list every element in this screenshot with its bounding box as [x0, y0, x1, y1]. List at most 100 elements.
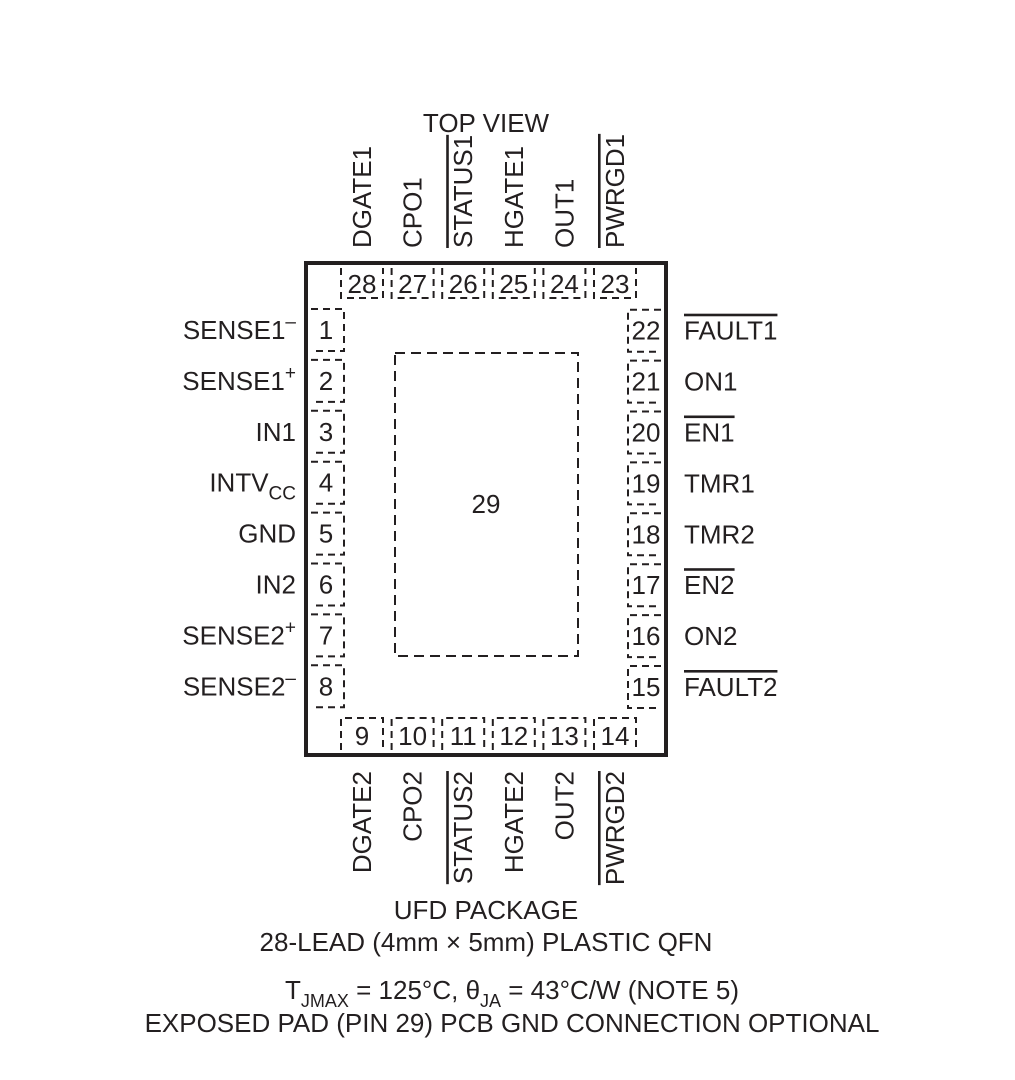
pin-27-label: CPO1	[398, 177, 428, 248]
pin-8-pad	[311, 664, 345, 709]
pin-9-label: DGATE2	[347, 771, 377, 873]
exposed-pad-note: EXPOSED PAD (PIN 29) PCB GND CONNECTION …	[145, 1008, 880, 1038]
theta-value: = 43°C/W (NOTE 5)	[501, 975, 739, 1005]
exposed-pad-outline	[394, 352, 579, 657]
pin-4-label: INTVCC	[209, 468, 296, 505]
pin-26-pad	[441, 268, 486, 299]
pin-27: 27 CPO1	[390, 177, 435, 299]
pin-4: 4 INTVCC	[209, 460, 345, 505]
pin-10-number: 10	[398, 721, 427, 751]
pin-3-number: 3	[319, 417, 333, 447]
pin-16-label: ON2	[684, 621, 737, 651]
pin-9-pad	[340, 717, 384, 750]
pin-15-pad	[627, 665, 661, 709]
pin-14-number: 14	[601, 721, 630, 751]
pin-13-label: OUT2	[549, 771, 579, 840]
package-body	[304, 261, 668, 757]
pin-28-label: DGATE1	[347, 146, 377, 248]
pin-1-number: 1	[319, 315, 333, 345]
pin-15-label: FAULT2	[684, 672, 777, 702]
tjmax-prefix: T	[285, 975, 301, 1005]
pin-25-label: HGATE1	[499, 146, 529, 248]
pin-4-number: 4	[319, 468, 333, 498]
pin-6-number: 6	[319, 570, 333, 600]
package-name: UFD PACKAGE	[394, 895, 578, 925]
pin-8-number: 8	[319, 671, 333, 701]
pin-22-number: 22	[632, 316, 661, 346]
exposed-pad-label: 29	[472, 489, 501, 519]
package-info: UFD PACKAGE 28-LEAD (4mm × 5mm) PLASTIC …	[145, 895, 880, 1038]
pin-3-label: IN1	[256, 417, 296, 447]
pin-21-label: ON1	[684, 367, 737, 397]
pin-18: 18 TMR2	[627, 512, 755, 557]
pin-21-number: 21	[632, 367, 661, 397]
pin-13-number: 13	[550, 721, 579, 751]
pin-24-number: 24	[550, 269, 579, 299]
pin-12-pad	[491, 717, 536, 750]
pin-22: 22 FAULT1	[627, 308, 777, 353]
pin-21: 21 ON1	[627, 359, 737, 404]
pin-20-label: EN1	[684, 418, 735, 448]
pin-8: 8 SENSE2–	[183, 664, 345, 709]
theta-symbol: θ	[466, 975, 480, 1005]
pin-9-number: 9	[355, 721, 369, 751]
pin-24-pad	[542, 268, 587, 299]
pin-16: 16 ON2	[627, 614, 737, 659]
pin-5-pad	[311, 511, 345, 556]
pin-2-label: SENSE1+	[182, 363, 296, 396]
pin-23-number: 23	[601, 269, 630, 299]
pin-17-label: EN2	[684, 570, 735, 600]
pin-27-number: 27	[398, 269, 427, 299]
pin-14-pad	[593, 717, 637, 750]
pin-18-label: TMR2	[684, 519, 755, 549]
pin-19-pad	[627, 461, 661, 506]
pin-3-pad	[311, 409, 345, 454]
pin-14-label: PWRGD2	[600, 771, 630, 885]
pin-17-pad	[627, 563, 661, 608]
pin-26-label: STATUS1	[448, 135, 478, 248]
pin-11-pad	[441, 717, 486, 750]
pin-4-pad	[311, 460, 345, 505]
pin-5-number: 5	[319, 519, 333, 549]
pin-10-pad	[390, 717, 435, 750]
pin-11-label: STATUS2	[448, 771, 478, 884]
package-description: 28-LEAD (4mm × 5mm) PLASTIC QFN	[260, 927, 713, 957]
pin-7-number: 7	[319, 620, 333, 650]
pin-25-pad	[491, 268, 536, 299]
pin-3: 3 IN1	[256, 409, 345, 454]
pin-28: 28 DGATE1	[340, 146, 384, 299]
pin-8-label: SENSE2–	[183, 668, 297, 701]
pin-18-pad	[627, 512, 661, 557]
pin-19-number: 19	[632, 468, 661, 498]
pin-16-number: 16	[632, 621, 661, 651]
pin-20-pad	[627, 410, 661, 455]
tjmax-value: = 125°C,	[349, 975, 466, 1005]
pin-7-pad	[311, 613, 345, 658]
pin-19-label: TMR1	[684, 468, 755, 498]
pin-27-pad	[390, 268, 435, 299]
pin-18-number: 18	[632, 519, 661, 549]
pin-24: 24 OUT1	[542, 179, 587, 299]
pin-12-number: 12	[499, 721, 528, 751]
pin-22-label: FAULT1	[684, 316, 777, 346]
pin-21-pad	[627, 359, 661, 404]
pin-16-pad	[627, 614, 661, 659]
pin-24-label: OUT1	[549, 179, 579, 248]
pin-28-number: 28	[348, 269, 377, 299]
pin-1-label: SENSE1–	[183, 312, 297, 345]
pin-23-pad	[593, 268, 637, 299]
